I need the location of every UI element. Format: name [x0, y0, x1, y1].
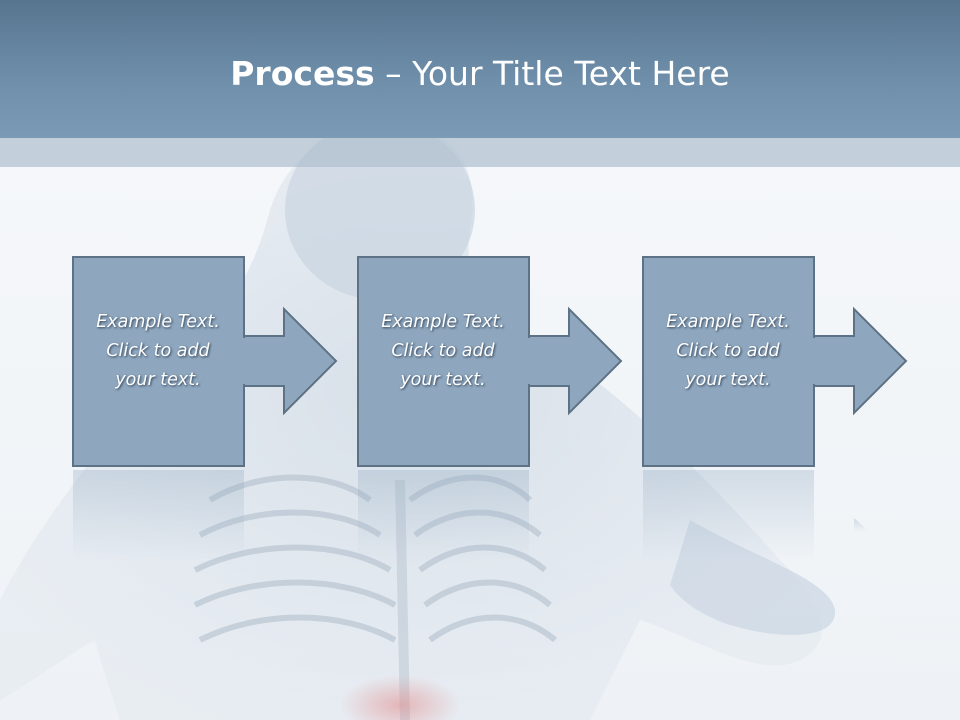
step-2-line-1: Example Text.	[381, 312, 505, 332]
step-3-line-1: Example Text.	[666, 312, 790, 332]
step-2-line-2: Click to add	[391, 341, 495, 361]
step-3-text[interactable]: Example Text. Click to add your text.	[642, 308, 814, 395]
process-step-1[interactable]: Example Text. Click to add your text.	[72, 256, 362, 468]
process-step-2[interactable]: Example Text. Click to add your text.	[357, 256, 647, 468]
step-1-line-3: your text.	[115, 370, 201, 390]
process-step-3[interactable]: Example Text. Click to add your text.	[642, 256, 932, 468]
step-1-line-1: Example Text.	[96, 312, 220, 332]
title-bar: Process – Your Title Text Here	[0, 0, 960, 138]
header-accent-strip	[0, 138, 960, 167]
step-3-reflection	[643, 470, 870, 560]
slide-title[interactable]: Process – Your Title Text Here	[0, 52, 960, 96]
step-3-line-2: Click to add	[676, 341, 780, 361]
step-2-reflection	[358, 470, 529, 560]
step-2-text[interactable]: Example Text. Click to add your text.	[357, 308, 529, 395]
step-1-line-2: Click to add	[106, 341, 210, 361]
title-bold-text: Process	[230, 54, 375, 93]
step-1-box-arrow-shape	[72, 256, 338, 467]
step-2-box-arrow-shape	[357, 256, 623, 467]
step-3-line-3: your text.	[685, 370, 771, 390]
step-1-reflection	[73, 470, 244, 560]
title-rest-text: – Your Title Text Here	[374, 54, 730, 93]
step-2-line-3: your text.	[400, 370, 486, 390]
step-3-box-arrow-shape	[642, 256, 908, 467]
step-1-text[interactable]: Example Text. Click to add your text.	[72, 308, 244, 395]
